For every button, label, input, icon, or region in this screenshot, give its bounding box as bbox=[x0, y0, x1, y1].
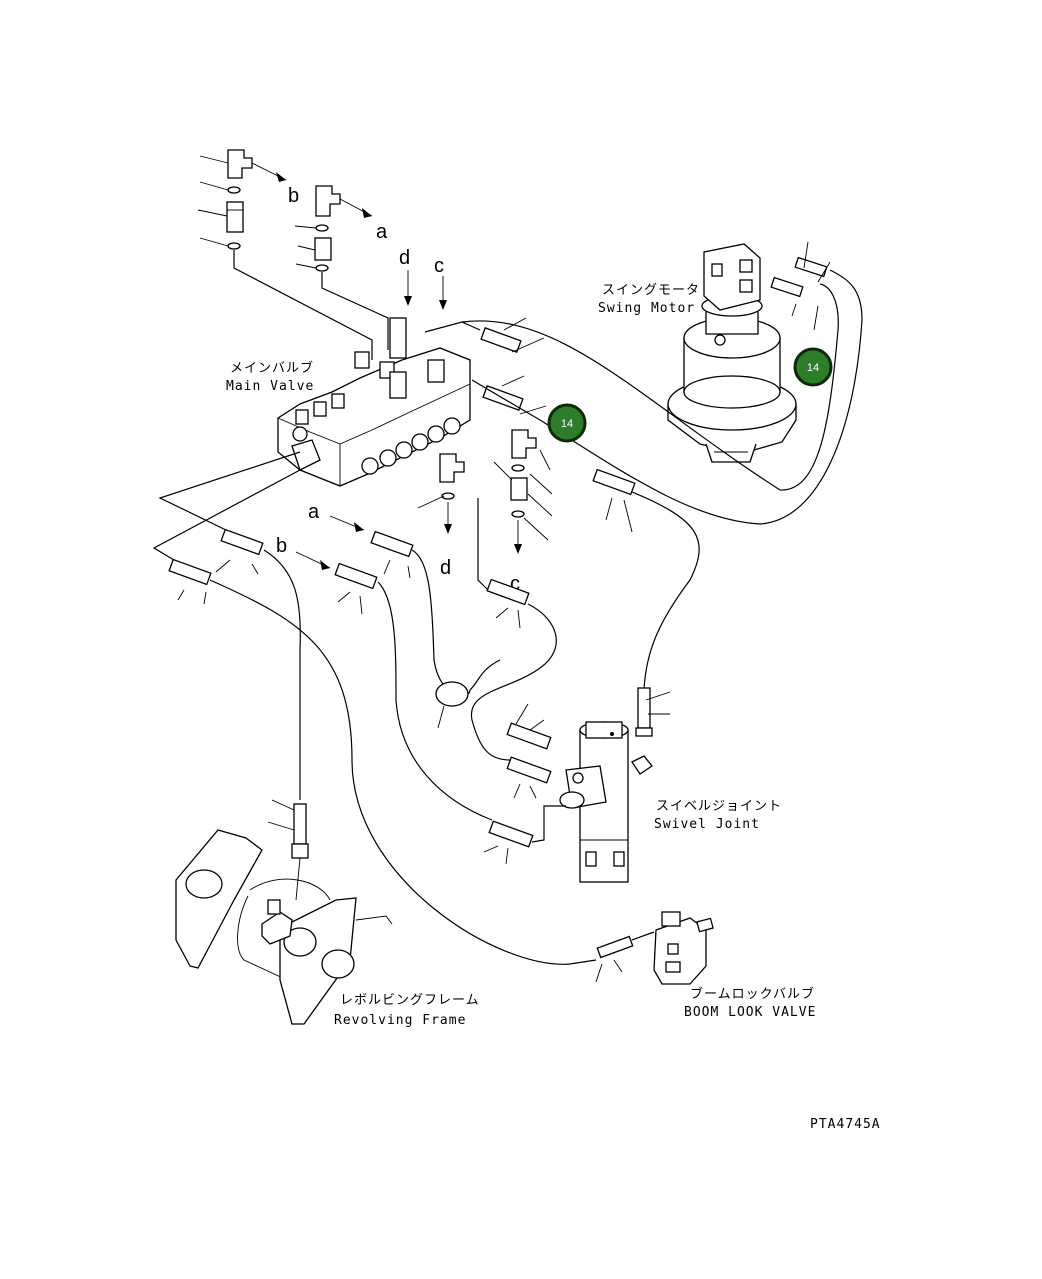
connection-letter-b-top: b bbox=[288, 185, 299, 207]
arrows-middle bbox=[295, 515, 365, 570]
connection-letter-b-mid: b bbox=[276, 535, 287, 557]
hose-fittings-middle bbox=[168, 468, 636, 629]
callout-14-right[interactable]: 14 bbox=[793, 347, 833, 387]
swing-hoses bbox=[461, 269, 863, 525]
revolving-frame-label-jp: レボルビングフレーム bbox=[340, 993, 480, 1008]
fittings-group-top-left bbox=[197, 149, 373, 272]
connection-letter-d-top: d bbox=[399, 247, 410, 269]
connection-letter-c-top: c bbox=[434, 255, 444, 277]
arrows-top bbox=[404, 270, 447, 310]
main-valve-label-jp: メインバルブ bbox=[230, 360, 314, 376]
boom-lock-valve-label-en: BOOM LOOK VALVE bbox=[684, 1005, 816, 1020]
connection-letter-a-top: a bbox=[376, 221, 388, 243]
main-valve-label-en: Main Valve bbox=[226, 379, 314, 394]
connection-letter-c-mid: c bbox=[510, 573, 520, 595]
callout-14-left-label: 14 bbox=[561, 418, 573, 430]
revolving-frame-drawing bbox=[175, 799, 393, 1025]
main-valve-drawing bbox=[277, 317, 471, 487]
callout-14-right-label: 14 bbox=[807, 362, 819, 374]
swivel-joint-label-en: Swivel Joint bbox=[654, 817, 760, 832]
swivel-joint-label-jp: スイベルジョイント bbox=[656, 799, 782, 814]
boom-lock-valve-drawing bbox=[595, 911, 714, 985]
boom-lock-valve-label-jp: ブームロックバルブ bbox=[690, 986, 815, 1002]
fittings-middle bbox=[417, 429, 553, 554]
connection-letter-d-mid: d bbox=[440, 557, 451, 579]
swing-motor-label-jp: スイングモータ bbox=[602, 283, 700, 298]
hose-routing bbox=[152, 451, 700, 965]
swing-motor-label-en: Swing Motor bbox=[598, 301, 695, 316]
callout-14-left[interactable]: 14 bbox=[547, 403, 587, 443]
swivel-joint-drawing bbox=[483, 687, 671, 883]
swing-motor-fittings bbox=[770, 241, 831, 331]
swing-motor-drawing bbox=[667, 243, 797, 463]
drawing-code: PTA4745A bbox=[810, 1117, 881, 1132]
connection-letter-a-mid: a bbox=[308, 501, 320, 523]
revolving-frame-label-en: Revolving Frame bbox=[334, 1013, 466, 1028]
